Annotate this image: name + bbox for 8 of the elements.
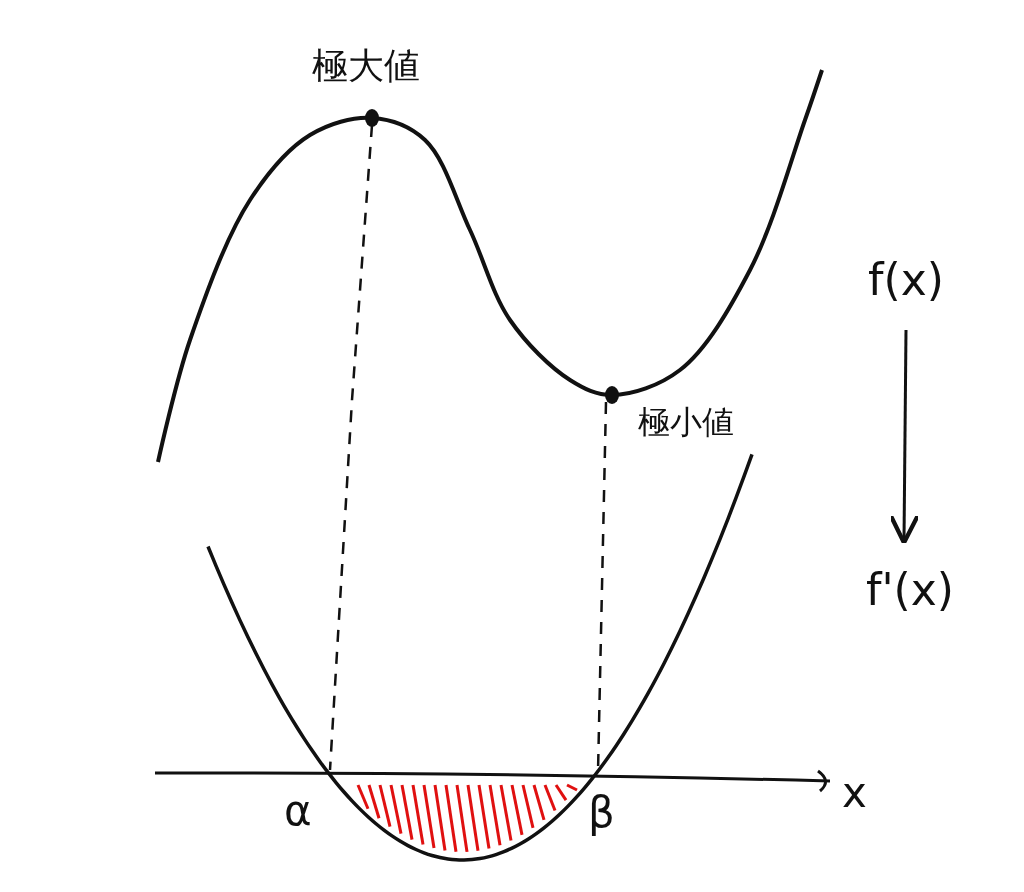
extremum-label: 極大値	[312, 48, 420, 84]
extremum-label: 極小値	[638, 406, 734, 438]
root-label: β	[588, 792, 615, 834]
function-label: f(x)	[868, 258, 944, 302]
function-label: f'(x)	[866, 568, 954, 612]
arrow	[888, 330, 920, 545]
root-label: α	[284, 790, 312, 832]
axis-label: x	[842, 772, 867, 814]
